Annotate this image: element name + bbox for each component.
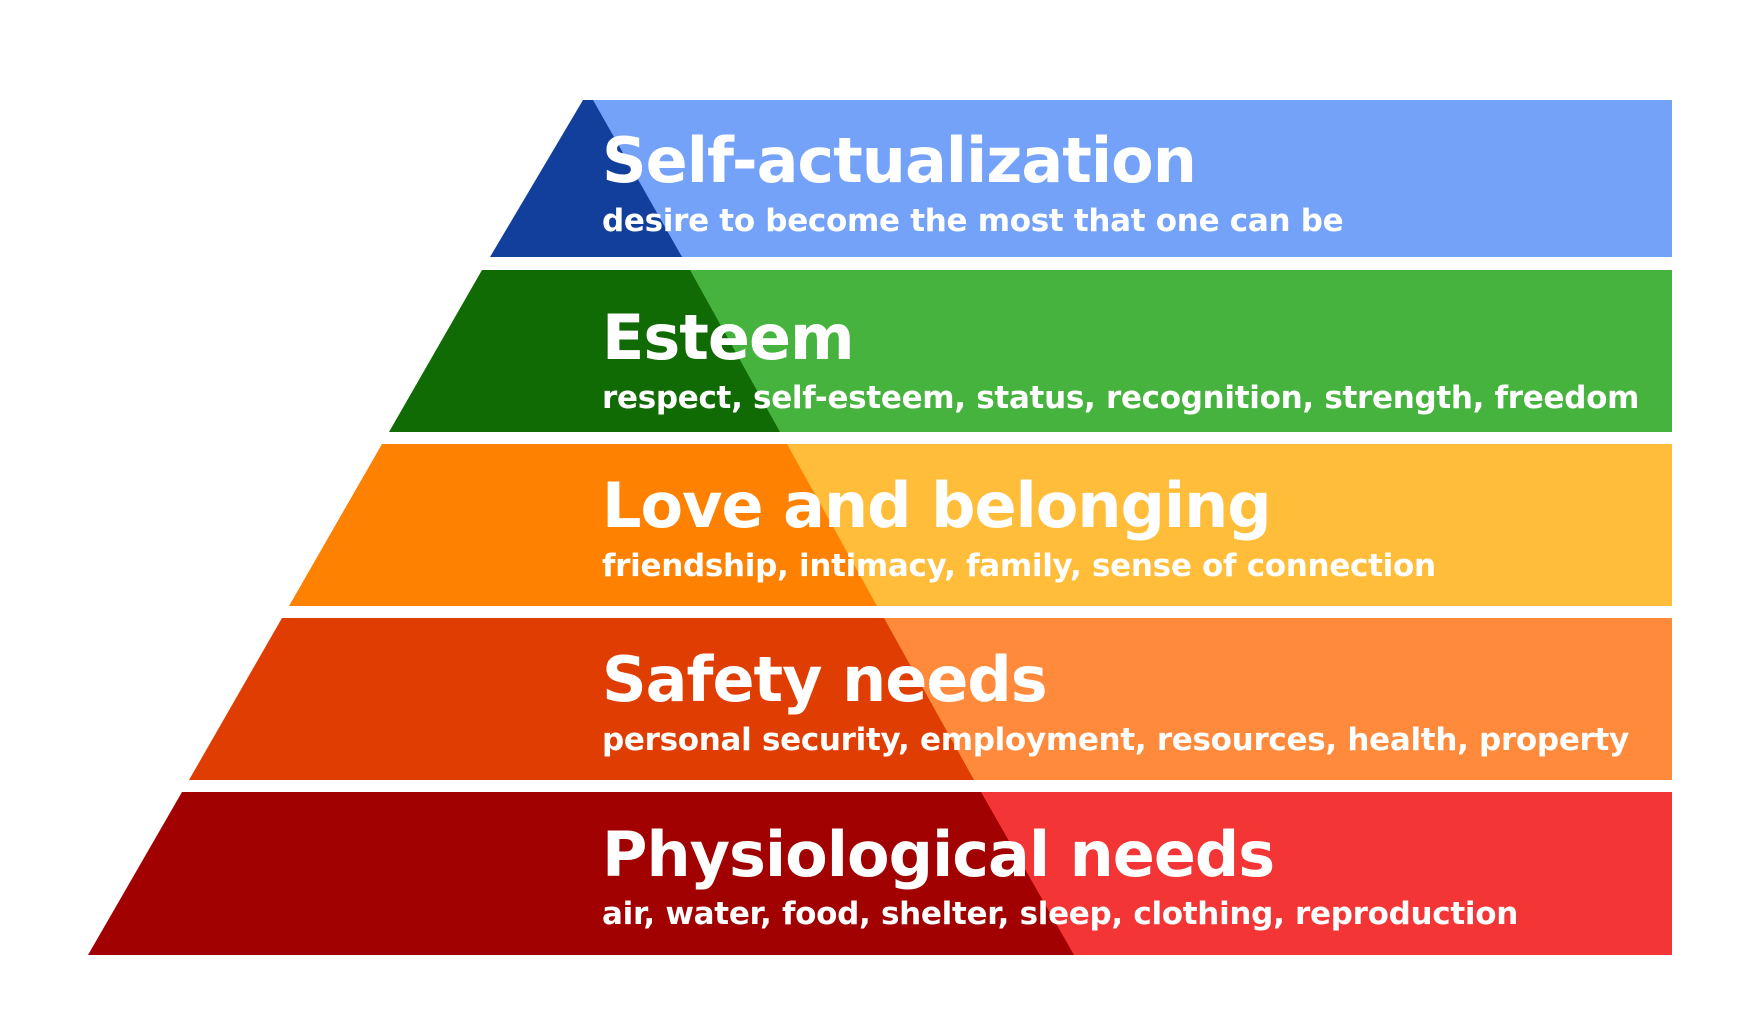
tier-esteem-dark-wedge [389, 270, 780, 432]
tier-physiological-needs-light-band [979, 792, 1672, 955]
tier-self-actualization-dark-wedge [490, 100, 682, 257]
tier-self-actualization-light-band [590, 100, 1672, 257]
tier-esteem: Esteem respect, self-esteem, status, rec… [389, 270, 1672, 432]
tier-love-and-belonging-description: friendship, intimacy, family, sense of c… [602, 548, 1436, 584]
tier-physiological-needs-dark-wedge [88, 792, 1074, 955]
tier-safety-needs-title: Safety needs [602, 643, 1047, 716]
tier-esteem-title: Esteem [602, 301, 854, 374]
tier-safety-needs-light-band [882, 618, 1672, 780]
tier-self-actualization-title: Self-actualization [602, 124, 1196, 197]
tier-esteem-description: respect, self-esteem, status, recognitio… [602, 380, 1639, 416]
tier-physiological-needs: Physiological needs air, water, food, sh… [88, 792, 1672, 955]
tier-love-and-belonging: Love and belonging friendship, intimacy,… [289, 444, 1672, 606]
tier-esteem-light-band [688, 270, 1672, 432]
tier-physiological-needs-title: Physiological needs [602, 818, 1274, 891]
tier-self-actualization-description: desire to become the most that one can b… [602, 203, 1343, 239]
tier-safety-needs-description: personal security, employment, resources… [602, 722, 1629, 758]
tier-safety-needs: Safety needs personal security, employme… [189, 618, 1672, 780]
tier-love-and-belonging-light-band [785, 444, 1672, 606]
tier-physiological-needs-description: air, water, food, shelter, sleep, clothi… [602, 896, 1518, 932]
tier-love-and-belonging-dark-wedge [289, 444, 877, 606]
tier-love-and-belonging-title: Love and belonging [602, 469, 1271, 542]
tier-safety-needs-dark-wedge [189, 618, 974, 780]
tier-self-actualization: Self-actualization desire to become the … [490, 100, 1672, 257]
